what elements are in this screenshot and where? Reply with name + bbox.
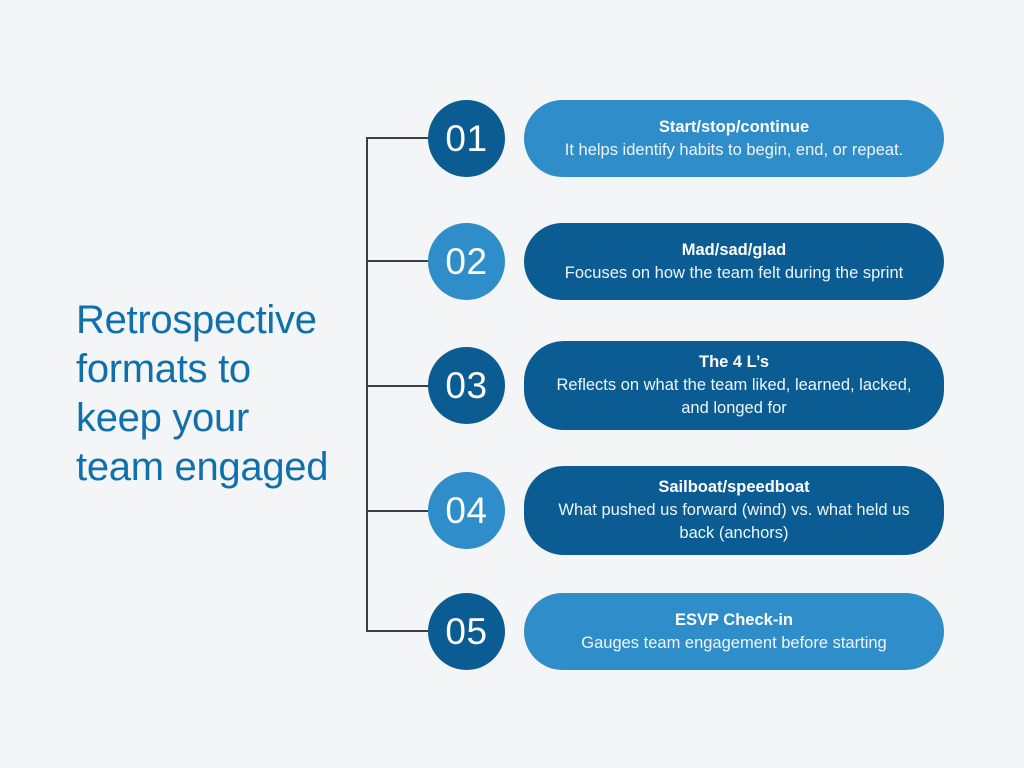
step-number-badge[interactable]: 05 (428, 593, 505, 670)
step-title: ESVP Check-in (675, 610, 793, 629)
connector-branch-5 (366, 630, 432, 632)
step-card[interactable]: ESVP Check-in Gauges team engagement bef… (524, 593, 944, 670)
step-description: Reflects on what the team liked, learned… (556, 376, 912, 417)
list-item: 03 The 4 L’s Reflects on what the team l… (0, 341, 1024, 430)
step-number-label: 01 (445, 117, 488, 159)
step-title: Sailboat/speedboat (658, 478, 810, 496)
step-title: Mad/sad/glad (681, 240, 787, 259)
connector-branch-1 (366, 137, 432, 139)
connector-branch-3 (366, 385, 432, 387)
connector-branch-4 (366, 510, 432, 512)
page-title: Retrospective formats to keep your team … (76, 298, 329, 489)
step-number-badge[interactable]: 04 (428, 472, 505, 549)
connector-branch-2 (366, 260, 432, 262)
step-card[interactable]: Sailboat/speedboat What pushed us forwar… (524, 466, 944, 555)
step-title: Start/stop/continue (658, 117, 810, 136)
step-card[interactable]: Mad/sad/glad Focuses on how the team fel… (524, 223, 944, 300)
step-number-badge[interactable]: 02 (428, 223, 505, 300)
list-item: 01 Start/stop/continue It helps identify… (0, 100, 1024, 177)
step-number-label: 03 (445, 364, 488, 406)
step-description: It helps identify habits to begin, end, … (564, 140, 904, 159)
step-number-badge[interactable]: 01 (428, 100, 505, 177)
list-item: 02 Mad/sad/glad Focuses on how the team … (0, 223, 1024, 300)
connector-spine (366, 138, 368, 631)
list-item: 05 ESVP Check-in Gauges team engagement … (0, 593, 1024, 670)
step-card[interactable]: The 4 L’s Reflects on what the team like… (524, 341, 944, 430)
list-item: 04 Sailboat/speedboat What pushed us for… (0, 466, 1024, 555)
step-description: Gauges team engagement before starting (581, 633, 887, 652)
step-description: Focuses on how the team felt during the … (564, 263, 904, 282)
step-number-label: 04 (445, 489, 488, 531)
step-card[interactable]: Start/stop/continue It helps identify ha… (524, 100, 944, 177)
step-number-badge[interactable]: 03 (428, 347, 505, 424)
step-description: What pushed us forward (wind) vs. what h… (558, 501, 910, 542)
step-title: The 4 L’s (699, 353, 769, 371)
step-number-label: 05 (445, 610, 488, 652)
step-number-label: 02 (445, 240, 488, 282)
